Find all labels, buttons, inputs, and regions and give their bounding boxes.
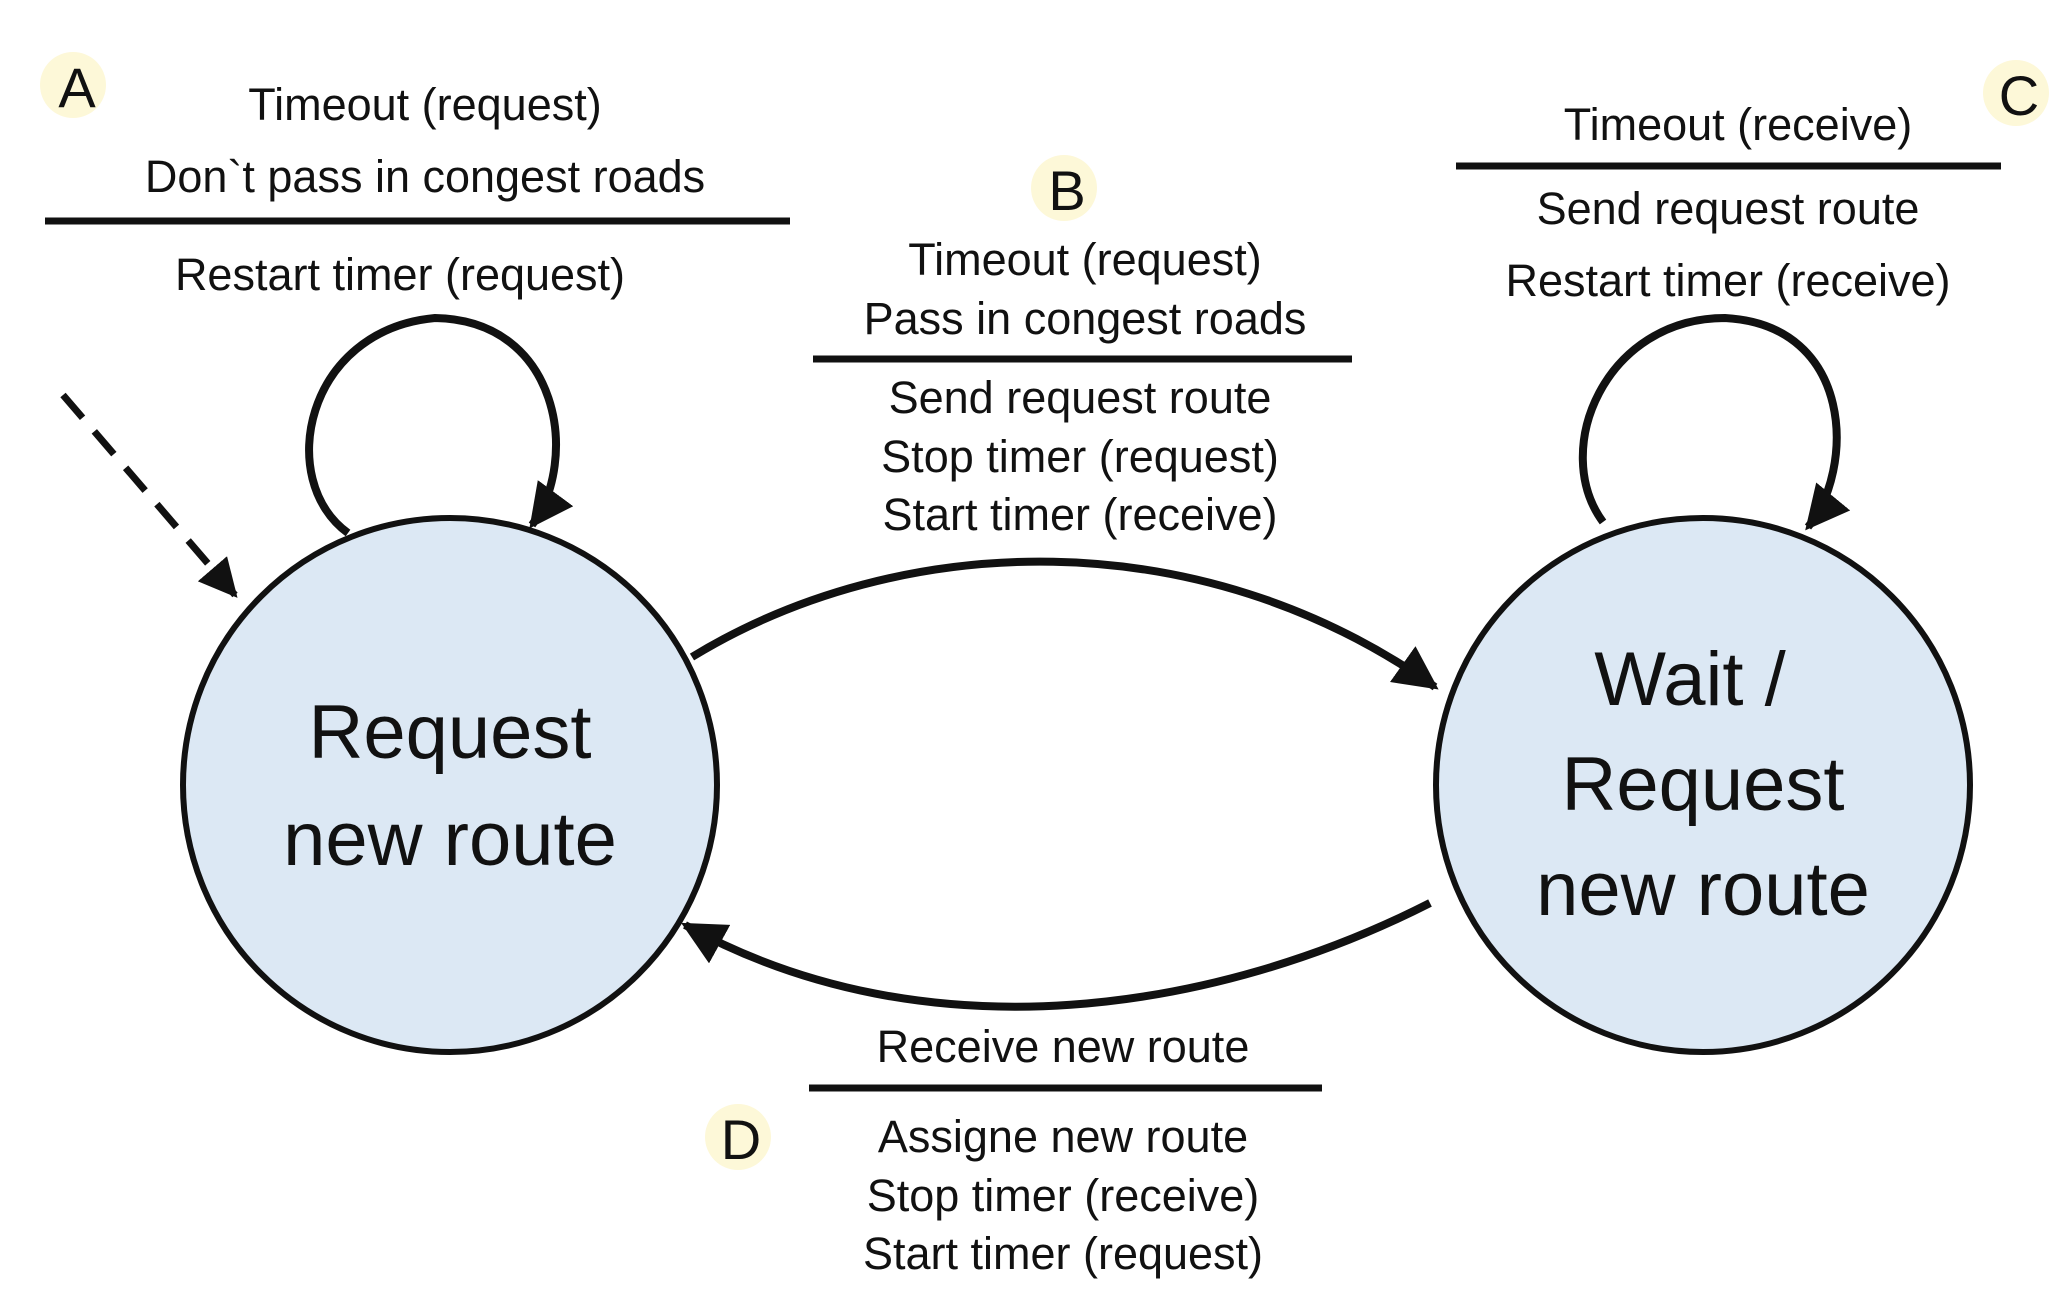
badge-c: C <box>1983 60 2049 127</box>
b-action-line-1: Send request route <box>889 372 1272 423</box>
d-action-line-3: Start timer (request) <box>863 1228 1263 1279</box>
state-wait-line-2: Request <box>1561 742 1844 827</box>
d-condition-line-1: Receive new route <box>877 1021 1250 1072</box>
b-action-line-2: Stop timer (request) <box>881 431 1279 482</box>
c-action-line-1: Send request route <box>1537 183 1920 234</box>
a-condition-line-1: Timeout (request) <box>248 79 601 130</box>
state-request-line-1: Request <box>308 690 591 775</box>
transition-d-arrow <box>681 899 1432 1011</box>
badge-d: D <box>705 1104 771 1171</box>
badge-a-letter: A <box>58 56 96 119</box>
state-request-line-2: new route <box>283 797 617 882</box>
b-action-line-3: Start timer (receive) <box>882 489 1277 540</box>
self-loop-a-arrow <box>305 313 574 537</box>
transition-b-arrow <box>689 557 1439 691</box>
badge-b-letter: B <box>1048 159 1085 222</box>
badge-d-letter: D <box>721 1108 761 1171</box>
self-loop-c-arrow <box>1578 313 1851 531</box>
badge-c-letter: C <box>1999 64 2039 127</box>
b-condition-line-1: Timeout (request) <box>908 234 1261 285</box>
badge-a: A <box>40 52 106 119</box>
state-wait-line-1: Wait / <box>1594 637 1786 722</box>
d-action-line-1: Assigne new route <box>878 1111 1248 1162</box>
a-action-line-1: Restart timer (request) <box>175 249 625 300</box>
a-condition-line-2: Don`t pass in congest roads <box>145 151 705 202</box>
state-wait-circle <box>1433 515 1973 1055</box>
d-action-line-2: Stop timer (receive) <box>867 1170 1260 1221</box>
initial-arrow <box>60 392 238 598</box>
state-wait-line-3: new route <box>1536 847 1870 932</box>
b-condition-line-2: Pass in congest roads <box>864 293 1307 344</box>
c-action-line-2: Restart timer (receive) <box>1505 255 1950 306</box>
state-request-circle <box>180 515 720 1055</box>
badge-b: B <box>1031 155 1097 222</box>
c-condition-line-1: Timeout (receive) <box>1564 99 1912 150</box>
